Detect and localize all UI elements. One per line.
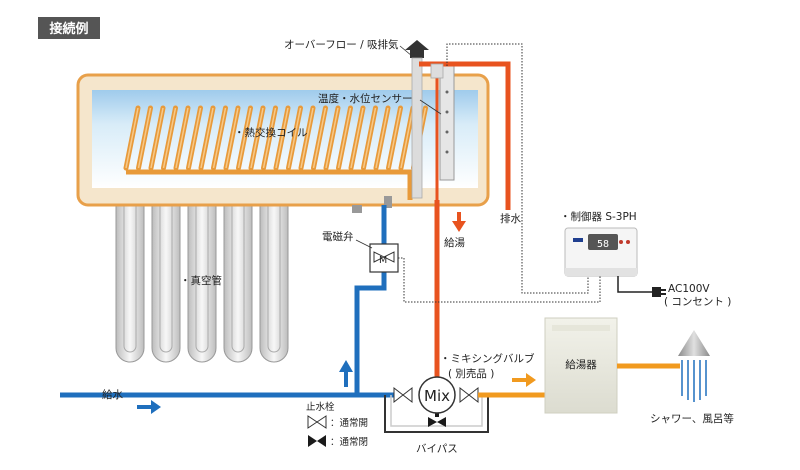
coil-loop-highlight (275, 107, 289, 169)
cold-riser-pipe (354, 272, 387, 395)
vacuum-tube (223, 180, 253, 363)
sensor-wire (446, 43, 589, 294)
legend-open-label: ：通常開 (330, 417, 368, 429)
stop-valve-label: 止水栓 (306, 401, 335, 413)
coil-loop-highlight (337, 107, 352, 169)
mixing-valve-note: ( 別売品 ) (448, 367, 494, 380)
title-block: 接続例 (38, 17, 100, 39)
solenoid-valve: M (369, 243, 399, 273)
legend-closed-label: ：通常閉 (330, 436, 368, 448)
bypass-pipe (384, 395, 489, 433)
controller-label: ・制御器 S-3PH (560, 210, 637, 223)
coil-loop-highlight (350, 107, 364, 169)
coil-loop-highlight (200, 107, 214, 169)
coil-loop-highlight (237, 107, 252, 169)
hot-water-arrow (452, 212, 466, 232)
drain-label: 排水 (500, 212, 521, 225)
legend-closed-valve (308, 435, 326, 447)
coil-loop-highlight (225, 107, 239, 169)
vacuum-tube-inner (195, 190, 209, 353)
ac-label: AC100V (668, 283, 710, 295)
water-supply-arrow (137, 400, 161, 414)
stop-valve-left (393, 386, 413, 404)
coil-loop-highlight (387, 107, 402, 169)
coil-loop-highlight (137, 107, 152, 169)
vacuum-tube (115, 180, 145, 363)
power-cord (617, 276, 652, 293)
vacuum-tubes (115, 180, 289, 363)
vacuum-tube (187, 180, 217, 363)
cold-water-up-arrow (339, 360, 353, 387)
shower-head (678, 330, 710, 402)
water-heater: 給湯器 (544, 317, 618, 414)
coil-loop-highlight (400, 107, 414, 169)
coil-loop-highlight (162, 107, 177, 169)
bypass-pipe-inner (390, 395, 483, 427)
solenoid-wire (398, 257, 601, 303)
water-supply-label: 給水 (102, 388, 123, 401)
controller-unit: 58 (564, 227, 638, 277)
coil-loop-highlight (300, 107, 314, 169)
coil-loop-highlight (150, 107, 164, 169)
sensor-probe (439, 65, 455, 181)
coil-loop-highlight (362, 107, 377, 169)
solenoid-m-label: M (379, 255, 387, 266)
coil-loop-highlight (187, 107, 202, 169)
coil-loop-highlight (375, 107, 389, 169)
hot-water-label: 給湯 (444, 236, 465, 249)
drain-pipe (419, 61, 511, 210)
coil-return-pipe (126, 169, 413, 200)
pipe-fitting (430, 63, 444, 79)
vacuum-tube-label: ・真空管 (180, 274, 222, 287)
overflow-label: オーバーフロー / 吸排気 (284, 38, 399, 51)
bypass-label: バイパス (416, 443, 458, 455)
mixing-valve-label: ・ミキシングバルブ (440, 352, 535, 365)
mix-label: Mix (424, 387, 450, 405)
power-plug (652, 287, 666, 297)
vacuum-tube-inner (123, 190, 137, 353)
coil-loop-highlight (250, 107, 264, 169)
tank-fitting (352, 205, 362, 213)
mixing-valve: Mix (418, 376, 456, 414)
coil-loop-highlight (312, 107, 327, 169)
labels: オーバーフロー / 吸排気 温度・水位センサー ・熱交換コイル 排水 給湯 電磁… (102, 38, 734, 455)
coil-loop-highlight (125, 107, 139, 169)
solenoid-label: 電磁弁 (322, 230, 354, 243)
coil-label: ・熱交換コイル (234, 126, 308, 139)
title-background (38, 17, 100, 39)
warm-arrow (512, 373, 536, 387)
vacuum-tube-inner (231, 190, 245, 353)
bypass-valve-closed (428, 412, 446, 427)
coil-loop-highlight (287, 107, 302, 169)
sensor-label: 温度・水位センサー (318, 92, 413, 105)
vacuum-tube (259, 180, 289, 363)
coil-loop-highlight (325, 107, 339, 169)
stop-valve-right (459, 386, 479, 404)
overflow-vent (405, 40, 429, 199)
outlet-label: ( コンセント ) (664, 296, 731, 308)
legend-open-valve (307, 415, 327, 429)
diagram-title: 接続例 (49, 21, 88, 37)
heater-label: 給湯器 (565, 358, 597, 371)
vacuum-tube (151, 180, 181, 363)
controller-display: 58 (597, 239, 609, 250)
vacuum-tube-inner (159, 190, 173, 353)
tank-fitting (384, 196, 392, 208)
coil-loop-highlight (175, 107, 189, 169)
coil-loop-highlight (212, 107, 227, 169)
coil-loop-highlight (262, 107, 277, 169)
shower-label: シャワー、風呂等 (650, 412, 734, 425)
vacuum-tube-inner (267, 190, 281, 353)
